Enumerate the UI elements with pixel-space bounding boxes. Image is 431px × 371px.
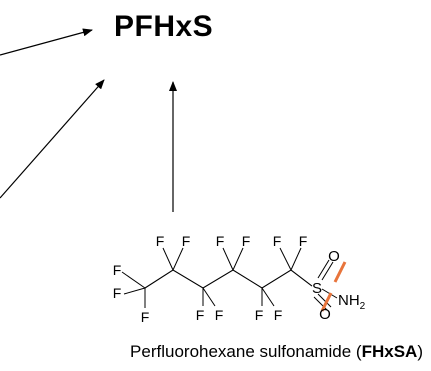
caption-paren-open: ( — [351, 342, 362, 361]
atom-f: F — [299, 233, 308, 249]
atom-f: F — [196, 307, 205, 323]
bond-s-o-top — [321, 261, 334, 281]
precursor-abbreviation: FHxSA — [361, 342, 418, 361]
arrow-from-left-top — [0, 28, 93, 56]
cleavage-mark-lower — [320, 292, 333, 312]
atom-nh2: NH2 — [338, 292, 366, 312]
bond-c1-f — [121, 271, 146, 289]
atom-f: F — [242, 233, 251, 249]
cleavage-mark-upper — [333, 261, 347, 283]
bond-c6-f — [290, 247, 302, 271]
precursor-caption: Perfluorohexane sulfonamide (FHxSA) — [0, 342, 431, 362]
bond-c6-f — [279, 247, 292, 271]
atom-f: F — [113, 285, 122, 301]
bond-s-o-bottom — [317, 293, 332, 308]
atom-nh: NH — [338, 292, 360, 309]
product-label: PFHxS — [114, 10, 214, 43]
atom-o-top: O — [328, 248, 340, 265]
atom-s: S — [312, 280, 322, 297]
bond-c4-f — [222, 247, 234, 271]
precursor-name: Perfluorohexane sulfonamide — [130, 342, 352, 361]
bond-s-o-top — [317, 259, 330, 279]
caption-paren-close: ) — [417, 342, 423, 361]
atom-f: F — [182, 233, 191, 249]
bond-c2-f — [172, 247, 184, 271]
atom-f: F — [255, 307, 264, 323]
atom-f: F — [273, 233, 282, 249]
atom-nh-subscript: 2 — [360, 301, 366, 312]
bond-c4-f — [232, 247, 244, 271]
bond-c1-f — [123, 287, 146, 295]
bond-c2-f — [162, 247, 174, 271]
atom-f: F — [141, 309, 150, 325]
atom-f: F — [215, 307, 224, 323]
bond-c5-f — [261, 287, 275, 307]
bond-c3-f — [202, 287, 216, 307]
atom-f: F — [113, 262, 122, 278]
atom-f: F — [156, 233, 165, 249]
atom-o-bottom: O — [319, 306, 331, 323]
atom-f: F — [216, 233, 225, 249]
atom-f: F — [274, 307, 283, 323]
arrow-from-left-bottom — [0, 79, 105, 199]
carbon-chain — [144, 269, 313, 289]
